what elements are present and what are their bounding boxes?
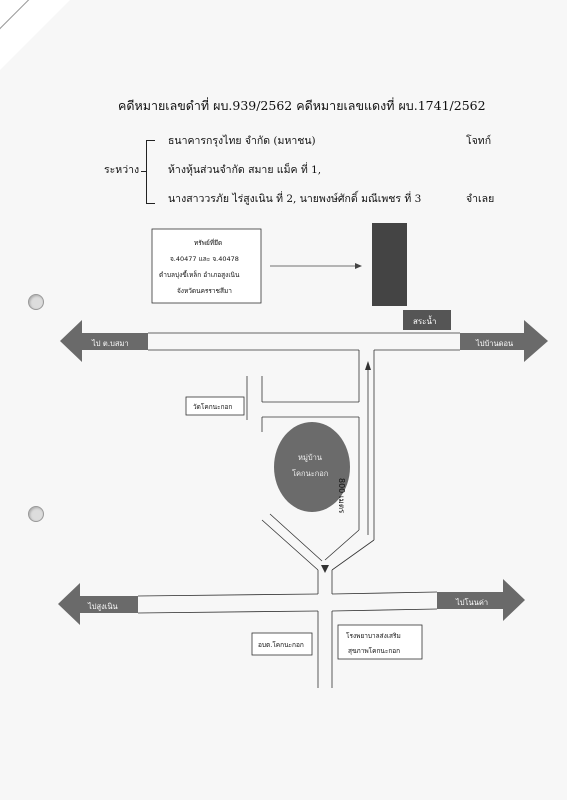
village-label-line2: โคกนะกอก [292,469,329,478]
property-title: ทรัพย์ที่ยึด [194,239,223,247]
between-label: ระหว่าง [104,164,140,176]
case-number-heading: คดีหมายเลขดำที่ ผบ.939/2562 คดีหมายเลขแด… [118,98,486,113]
bottom-road-lower-right [331,608,438,612]
defendants-2-3: นางสาววรภัย ไร่สูงเนิน ที่ 2, นายพงษ์ศัก… [168,193,422,205]
bottom-road-upper-left [137,593,319,597]
road-left-bottom-label: ไปสูงเนิน [88,602,118,611]
pond-box [403,310,451,330]
property-deeds: จ.40477 และ จ.40478 [170,255,239,263]
plaintiff-name: ธนาคารกรุงไทย จำกัด (มหาชน) [168,135,316,147]
parties-bracket [141,140,155,204]
diagonal-road-left-upper [261,519,319,571]
distance-arrowhead [365,361,371,370]
property-subdistrict: ตำบลบุ่งขี้เหล็ก อำเภอสูงเนิน [159,271,240,279]
bottom-road-lower-left [137,610,319,614]
arrow-right-bottom [437,579,525,621]
bottom-road-upper-right [331,591,438,595]
distance-label: 800 เมตร [337,478,346,514]
hospital-box [337,624,423,660]
arrow-left-top [60,320,148,362]
diagonal-road-right-lower [324,529,360,561]
road-left-top-label: ไป ต.บสมา [92,339,129,348]
pond-label: สระน้ำ [413,317,437,326]
defendant-1: ห้างหุ้นส่วนจำกัด สมาย แม็ค ที่ 1, [168,164,322,176]
temple-label: วัดโคกนะกอก [193,403,233,411]
property-box [151,228,262,304]
road-right-bottom-label: ไปโนนค่า [456,598,489,607]
punch-hole-top [28,294,44,310]
hospital-label-line2: สุขภาพโคกนะกอก [348,647,401,655]
office-label: อบต.โคกนะกอก [258,641,304,649]
plaintiff-role: โจทก์ [466,135,492,147]
diagonal-road-left-lower [269,513,323,562]
property-province: จังหวัดนครราชสีมา [177,287,232,295]
property-pointer-arrowhead [355,263,362,269]
defendant-role: จำเลย [466,193,495,205]
temple-box [185,396,245,416]
road-right-top-label: ไปบ้านดอน [476,339,514,348]
folded-corner [0,0,70,70]
punch-hole-bottom [28,506,44,522]
arrow-left-bottom [58,583,138,625]
village-label-line1: หมู่บ้าน [298,453,322,462]
diagonal-road-right-upper [331,539,375,571]
property-plot [372,223,407,306]
junction-arrowhead [321,565,329,573]
office-box [251,632,313,656]
hospital-label-line1: โรงพยาบาลส่งเสริม [346,632,401,640]
village-circle [274,422,350,512]
arrow-right-top [460,320,548,362]
